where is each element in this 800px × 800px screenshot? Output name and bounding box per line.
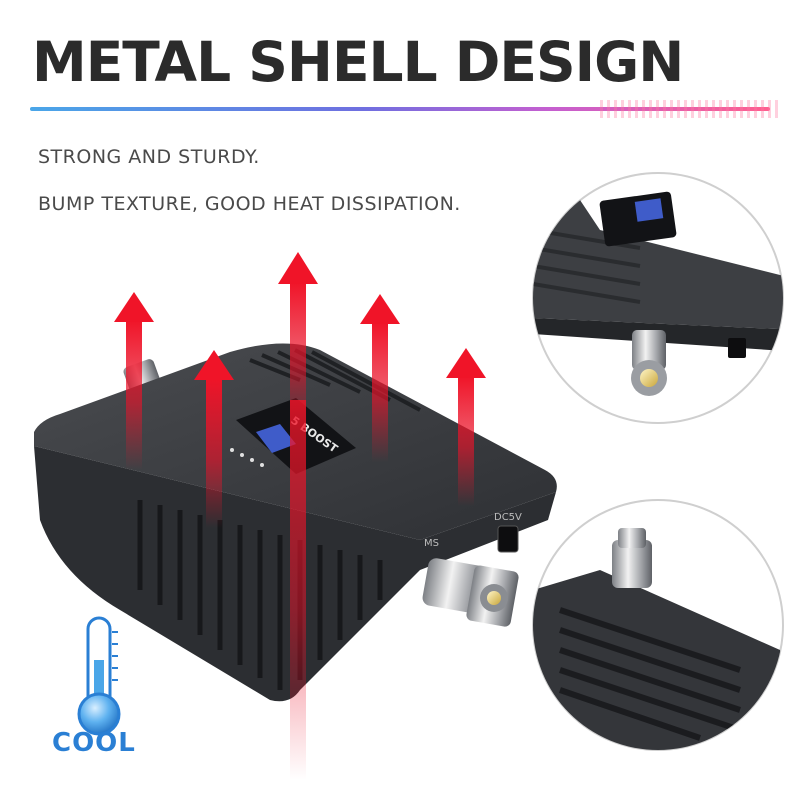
dc-power-port bbox=[497, 525, 519, 553]
title-divider bbox=[30, 107, 770, 111]
detail-circle-heatsink bbox=[532, 499, 784, 751]
detail-circle-ports bbox=[532, 172, 784, 424]
cool-label: COOL bbox=[52, 728, 136, 758]
heat-arrow bbox=[446, 348, 486, 506]
feature-line-heat: BUMP TEXTURE, GOOD HEAT DISSIPATION. bbox=[38, 193, 461, 215]
device-screen bbox=[256, 424, 296, 453]
heat-arrows bbox=[114, 252, 486, 780]
heat-arrow bbox=[278, 252, 318, 432]
heat-arrow bbox=[290, 400, 306, 780]
title-divider-fade bbox=[600, 100, 780, 118]
page-title: METAL SHELL DESIGN bbox=[32, 30, 684, 94]
indicator-lights bbox=[230, 448, 264, 467]
heat-arrow bbox=[194, 350, 234, 528]
ms-connector bbox=[422, 558, 519, 627]
heat-sink-ridges bbox=[137, 500, 383, 690]
heat-arrow bbox=[360, 294, 400, 462]
port-ms-label: MS bbox=[424, 538, 439, 549]
feature-line-strong: STRONG AND STURDY. bbox=[38, 146, 260, 168]
port-dc-label: DC5V bbox=[494, 512, 522, 523]
heat-arrow bbox=[114, 292, 154, 470]
thermometer-icon bbox=[77, 616, 121, 736]
